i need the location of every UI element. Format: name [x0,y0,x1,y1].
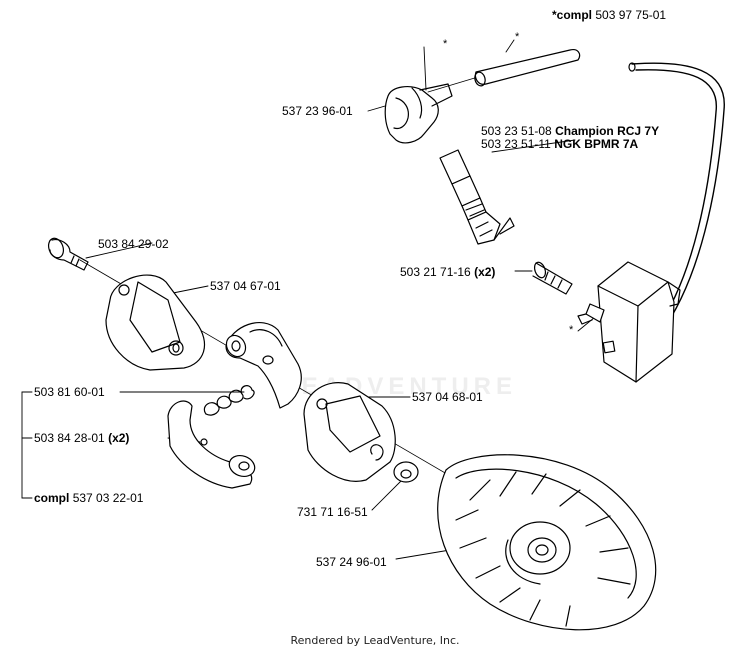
top-screw [47,237,89,271]
washer [393,461,419,483]
label-spark-plug-a: 503 23 51-08 Champion RCJ 7Y [481,124,660,138]
clutch-spring [203,385,255,416]
ignition-module [577,261,681,383]
label-clutch-plate-rear: 537 04 67-01 [210,279,281,293]
clutch-plate-front [303,382,396,482]
label-clutch-shoe: 503 84 28-01 (x2) [34,431,130,445]
leader-lines [21,39,601,560]
clutch-shoe-upper [225,321,302,409]
clutch-plate-rear [105,274,206,371]
lead-tube [474,49,581,87]
spark-plug-cap [384,83,453,144]
asterisk-tube: * [515,31,520,43]
label-clutch-spring: 503 81 60-01 [34,385,105,399]
label-coil-kit: *compl 503 97 75-01 [552,8,667,22]
asterisk-cap: * [443,38,448,50]
label-coil-screw: 503 21 71-16 (x2) [400,265,496,279]
label-spark-plug-cap: 537 23 96-01 [282,104,353,118]
label-clutch-plate-front: 537 04 68-01 [412,390,483,404]
coil-screw [532,261,573,295]
ignition-wire [628,62,725,335]
label-clutch-assembly: compl 537 03 22-01 [34,491,144,505]
footer-credit: Rendered by LeadVenture, Inc. [290,634,460,647]
label-washer: 731 71 16-51 [297,505,368,519]
asterisk-module: * [569,324,574,336]
label-flywheel: 537 24 96-01 [316,555,387,569]
label-spark-plug-b: 503 23 51-11 NGK BPMR 7A [481,137,639,151]
clutch-shoe-lower [167,400,256,489]
label-screw-top: 503 84 29-02 [98,237,169,251]
flywheel [437,454,657,631]
spark-plug [439,149,515,245]
